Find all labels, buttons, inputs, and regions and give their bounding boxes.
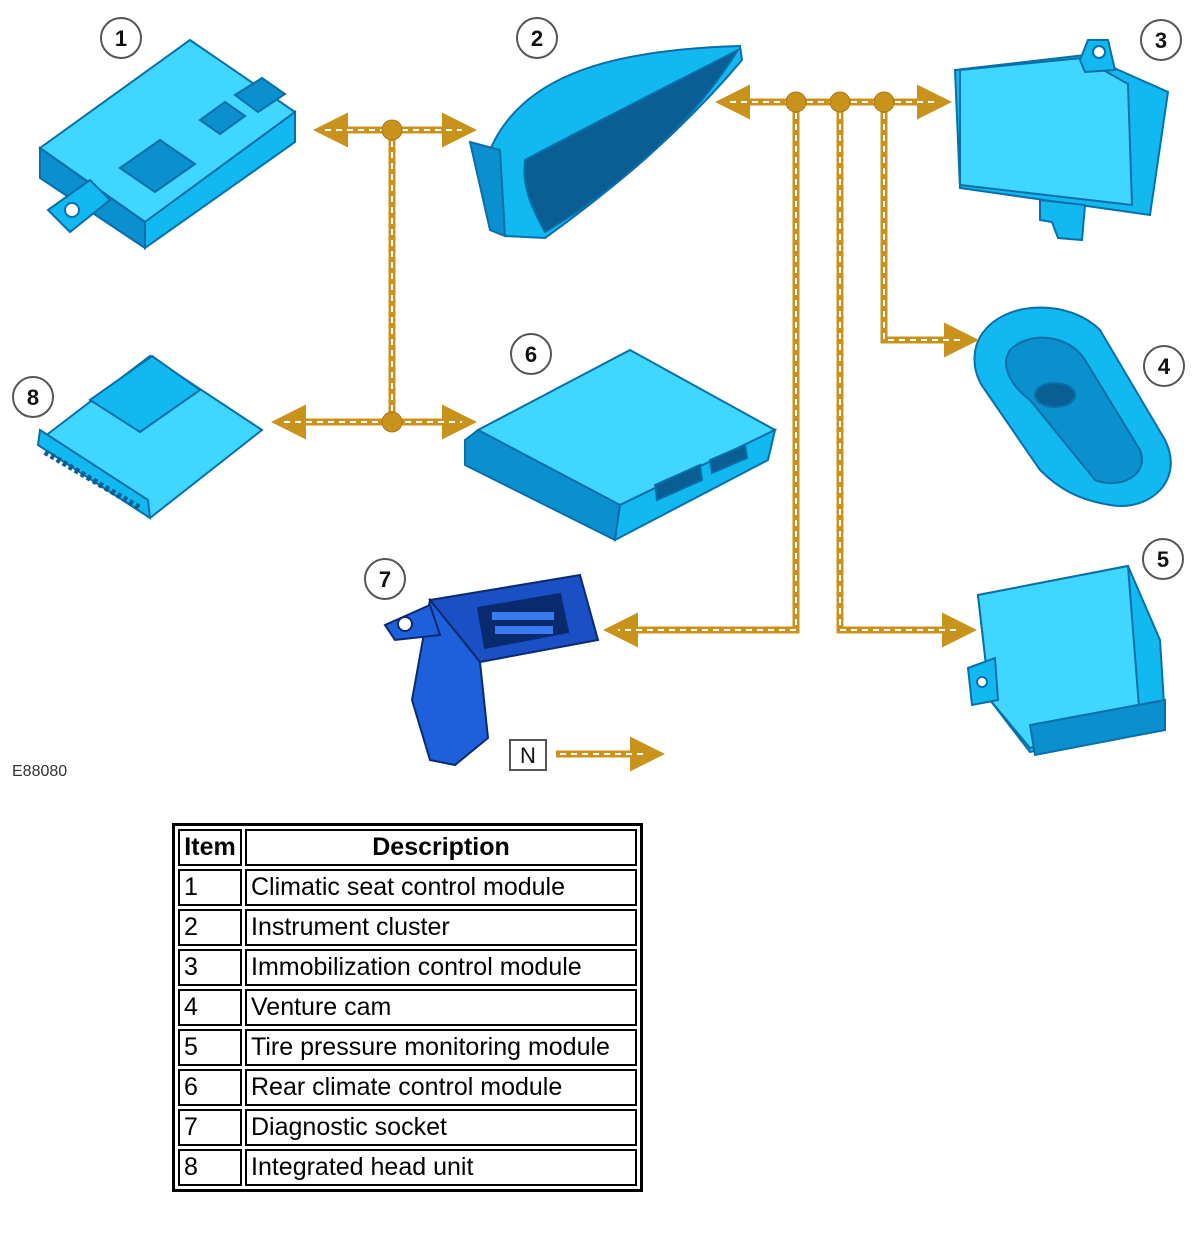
- table-row: 2 Instrument cluster: [178, 909, 637, 946]
- module-climatic-seat-control: [38, 38, 297, 250]
- north-indicator: N: [509, 739, 547, 771]
- table-row: 5 Tire pressure monitoring module: [178, 1029, 637, 1066]
- legend-item: 1: [178, 869, 242, 906]
- svg-text:6: 6: [525, 342, 537, 367]
- legend-header-description: Description: [245, 829, 637, 866]
- svg-text:8: 8: [27, 385, 39, 410]
- svg-text:2: 2: [531, 26, 543, 51]
- figure-reference: E88080: [12, 763, 67, 780]
- table-row: 6 Rear climate control module: [178, 1069, 637, 1106]
- table-row: 1 Climatic seat control module: [178, 869, 637, 906]
- legend-description: Climatic seat control module: [245, 869, 637, 906]
- head-unit-pins: [43, 449, 142, 511]
- callout-8: 8: [12, 376, 54, 418]
- callout-3: 3: [1140, 19, 1182, 61]
- legend-description: Instrument cluster: [245, 909, 637, 946]
- legend-item: 4: [178, 989, 242, 1026]
- network-diagram: 1 2 3 4 5 6 7 8 N E88080: [12, 17, 1185, 780]
- table-row: 8 Integrated head unit: [178, 1149, 637, 1186]
- callout-7: 7: [364, 558, 406, 600]
- module-tire-pressure-monitoring: [966, 564, 1167, 757]
- legend-item: 3: [178, 949, 242, 986]
- legend-item: 5: [178, 1029, 242, 1066]
- network-bus-lines: [271, 84, 979, 772]
- legend-description: Rear climate control module: [245, 1069, 637, 1106]
- legend-header-row: Item Description: [178, 829, 637, 866]
- callout-4: 4: [1143, 345, 1185, 387]
- callout-5: 5: [1142, 538, 1184, 580]
- legend-description: Diagnostic socket: [245, 1109, 637, 1146]
- table-row: 4 Venture cam: [178, 989, 637, 1026]
- module-rear-climate-control: [464, 348, 778, 542]
- module-venture-cam: [973, 306, 1172, 507]
- svg-text:5: 5: [1157, 547, 1169, 572]
- legend-description: Venture cam: [245, 989, 637, 1026]
- svg-text:7: 7: [379, 567, 391, 592]
- legend-item: 6: [178, 1069, 242, 1106]
- legend-description: Tire pressure monitoring module: [245, 1029, 637, 1066]
- module-instrument-cluster: [468, 44, 744, 240]
- legend-table: Item Description 1 Climatic seat control…: [172, 823, 643, 1192]
- svg-text:1: 1: [115, 26, 127, 51]
- module-immobilization-control: [953, 39, 1170, 242]
- module-integrated-head-unit: [36, 354, 264, 520]
- callout-6: 6: [510, 333, 552, 375]
- callout-2: 2: [516, 17, 558, 59]
- svg-text:3: 3: [1155, 28, 1167, 53]
- module-diagnostic-socket: [383, 573, 600, 767]
- legend-description: Immobilization control module: [245, 949, 637, 986]
- legend-item: 2: [178, 909, 242, 946]
- legend-header-item: Item: [178, 829, 242, 866]
- legend-description: Integrated head unit: [245, 1149, 637, 1186]
- callout-1: 1: [100, 17, 142, 59]
- svg-text:N: N: [520, 743, 536, 768]
- table-row: 3 Immobilization control module: [178, 949, 637, 986]
- legend-item: 7: [178, 1109, 242, 1146]
- legend-item: 8: [178, 1149, 242, 1186]
- svg-text:4: 4: [1158, 354, 1171, 379]
- table-row: 7 Diagnostic socket: [178, 1109, 637, 1146]
